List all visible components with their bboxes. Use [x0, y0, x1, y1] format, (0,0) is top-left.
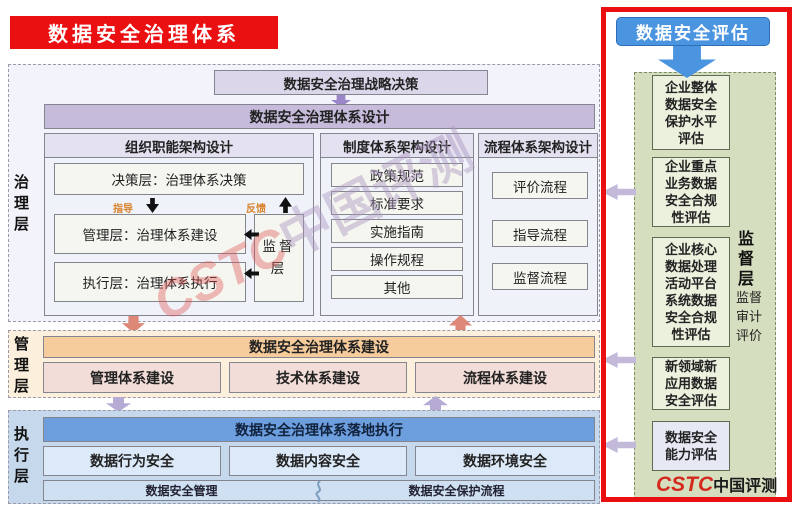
- execution-role-box: 执行层：治理体系执行: [54, 262, 246, 302]
- policy-item-box: 政策规范: [331, 163, 463, 187]
- assessment-banner: 数据安全评估: [616, 17, 770, 46]
- policy-item-box: 操作规程: [331, 247, 463, 271]
- left-arrow-icon: [602, 437, 636, 453]
- left-arrow-icon: [602, 352, 636, 368]
- assessment-item-box: 数据安全能力评估: [652, 421, 730, 471]
- process-item-box: 评价流程: [492, 172, 588, 199]
- guide-label: 指导: [113, 204, 133, 215]
- execution-item-box: 数据内容安全: [229, 446, 407, 476]
- assessment-item-label: 企业核心数据处理活动平台系统数据安全合规性评估: [664, 242, 717, 342]
- management-item-box: 技术体系建设: [229, 362, 407, 393]
- system-design-bar: 数据安全治理体系设计: [44, 104, 595, 129]
- execution-item-box: 数据环境安全: [415, 446, 595, 476]
- assessment-item-label: 企业重点业务数据安全合规性评估: [664, 159, 717, 225]
- management-layer-label: 管理层: [13, 336, 29, 395]
- strategy-decision-box: 数据安全治理战略决策: [214, 70, 488, 95]
- assessment-item-box: 企业核心数据处理活动平台系统数据安全合规性评估: [652, 237, 730, 347]
- execution-item-box: 数据行为安全: [43, 446, 221, 476]
- org-column-header: 组织职能架构设计: [45, 134, 313, 158]
- title-banner: 数据安全治理体系: [10, 16, 278, 49]
- policy-column-header: 制度体系架构设计: [321, 134, 473, 158]
- process-column-header: 流程体系架构设计: [479, 134, 597, 158]
- bottom-bar-left-label: 数据安全管理: [145, 484, 218, 498]
- supervise-left-arrow-icon: [244, 229, 259, 240]
- left-arrow-icon: [602, 184, 636, 200]
- management-role-box: 管理层：治理体系建设: [54, 214, 246, 254]
- management-item-box: 流程体系建设: [415, 362, 595, 393]
- governance-layer-label: 治理层: [13, 174, 29, 233]
- supervision-role-box: 监督层: [254, 214, 304, 302]
- execution-bottom-bar: 数据安全管理 数据安全保护流程: [43, 480, 595, 502]
- supervise-left-arrow-icon: [244, 268, 259, 279]
- process-item-box: 指导流程: [492, 220, 588, 247]
- cstc-logo: CSTC中国评测: [656, 472, 777, 497]
- execution-layer-label: 执行层: [13, 426, 29, 485]
- assessment-item-box: 新领域新应用数据安全评估: [652, 357, 730, 410]
- assessment-item-box: 企业整体数据安全保护水平评估: [652, 75, 730, 150]
- management-item-box: 管理体系建设: [43, 362, 221, 393]
- cstc-logo-mark: CSTC: [656, 473, 714, 496]
- cstc-logo-text: 中国评测: [713, 478, 778, 495]
- assessment-item-label: 数据安全能力评估: [664, 430, 717, 462]
- supervision-role-label: 监督层: [262, 239, 296, 276]
- management-header-bar: 数据安全治理体系建设: [43, 336, 595, 358]
- bottom-bar-right-label: 数据安全保护流程: [408, 484, 505, 498]
- policy-item-box: 其他: [331, 275, 463, 299]
- supervision-layer-label: 监督层: [737, 231, 754, 288]
- process-item-box: 监督流程: [492, 263, 588, 290]
- assessment-item-label: 新领域新应用数据安全评估: [664, 359, 717, 408]
- break-squiggle-icon: [315, 481, 321, 502]
- assessment-item-box: 企业重点业务数据安全合规性评估: [652, 157, 730, 227]
- feedback-label: 反馈: [246, 204, 266, 215]
- policy-item-box: 标准要求: [331, 191, 463, 215]
- policy-item-box: 实施指南: [331, 219, 463, 243]
- execution-header-bar: 数据安全治理体系落地执行: [43, 417, 595, 442]
- assessment-item-label: 企业整体数据安全保护水平评估: [664, 79, 717, 146]
- decision-layer-box: 决策层：治理体系决策: [54, 163, 304, 195]
- supervision-audit-label: 监督审计评价: [735, 290, 762, 343]
